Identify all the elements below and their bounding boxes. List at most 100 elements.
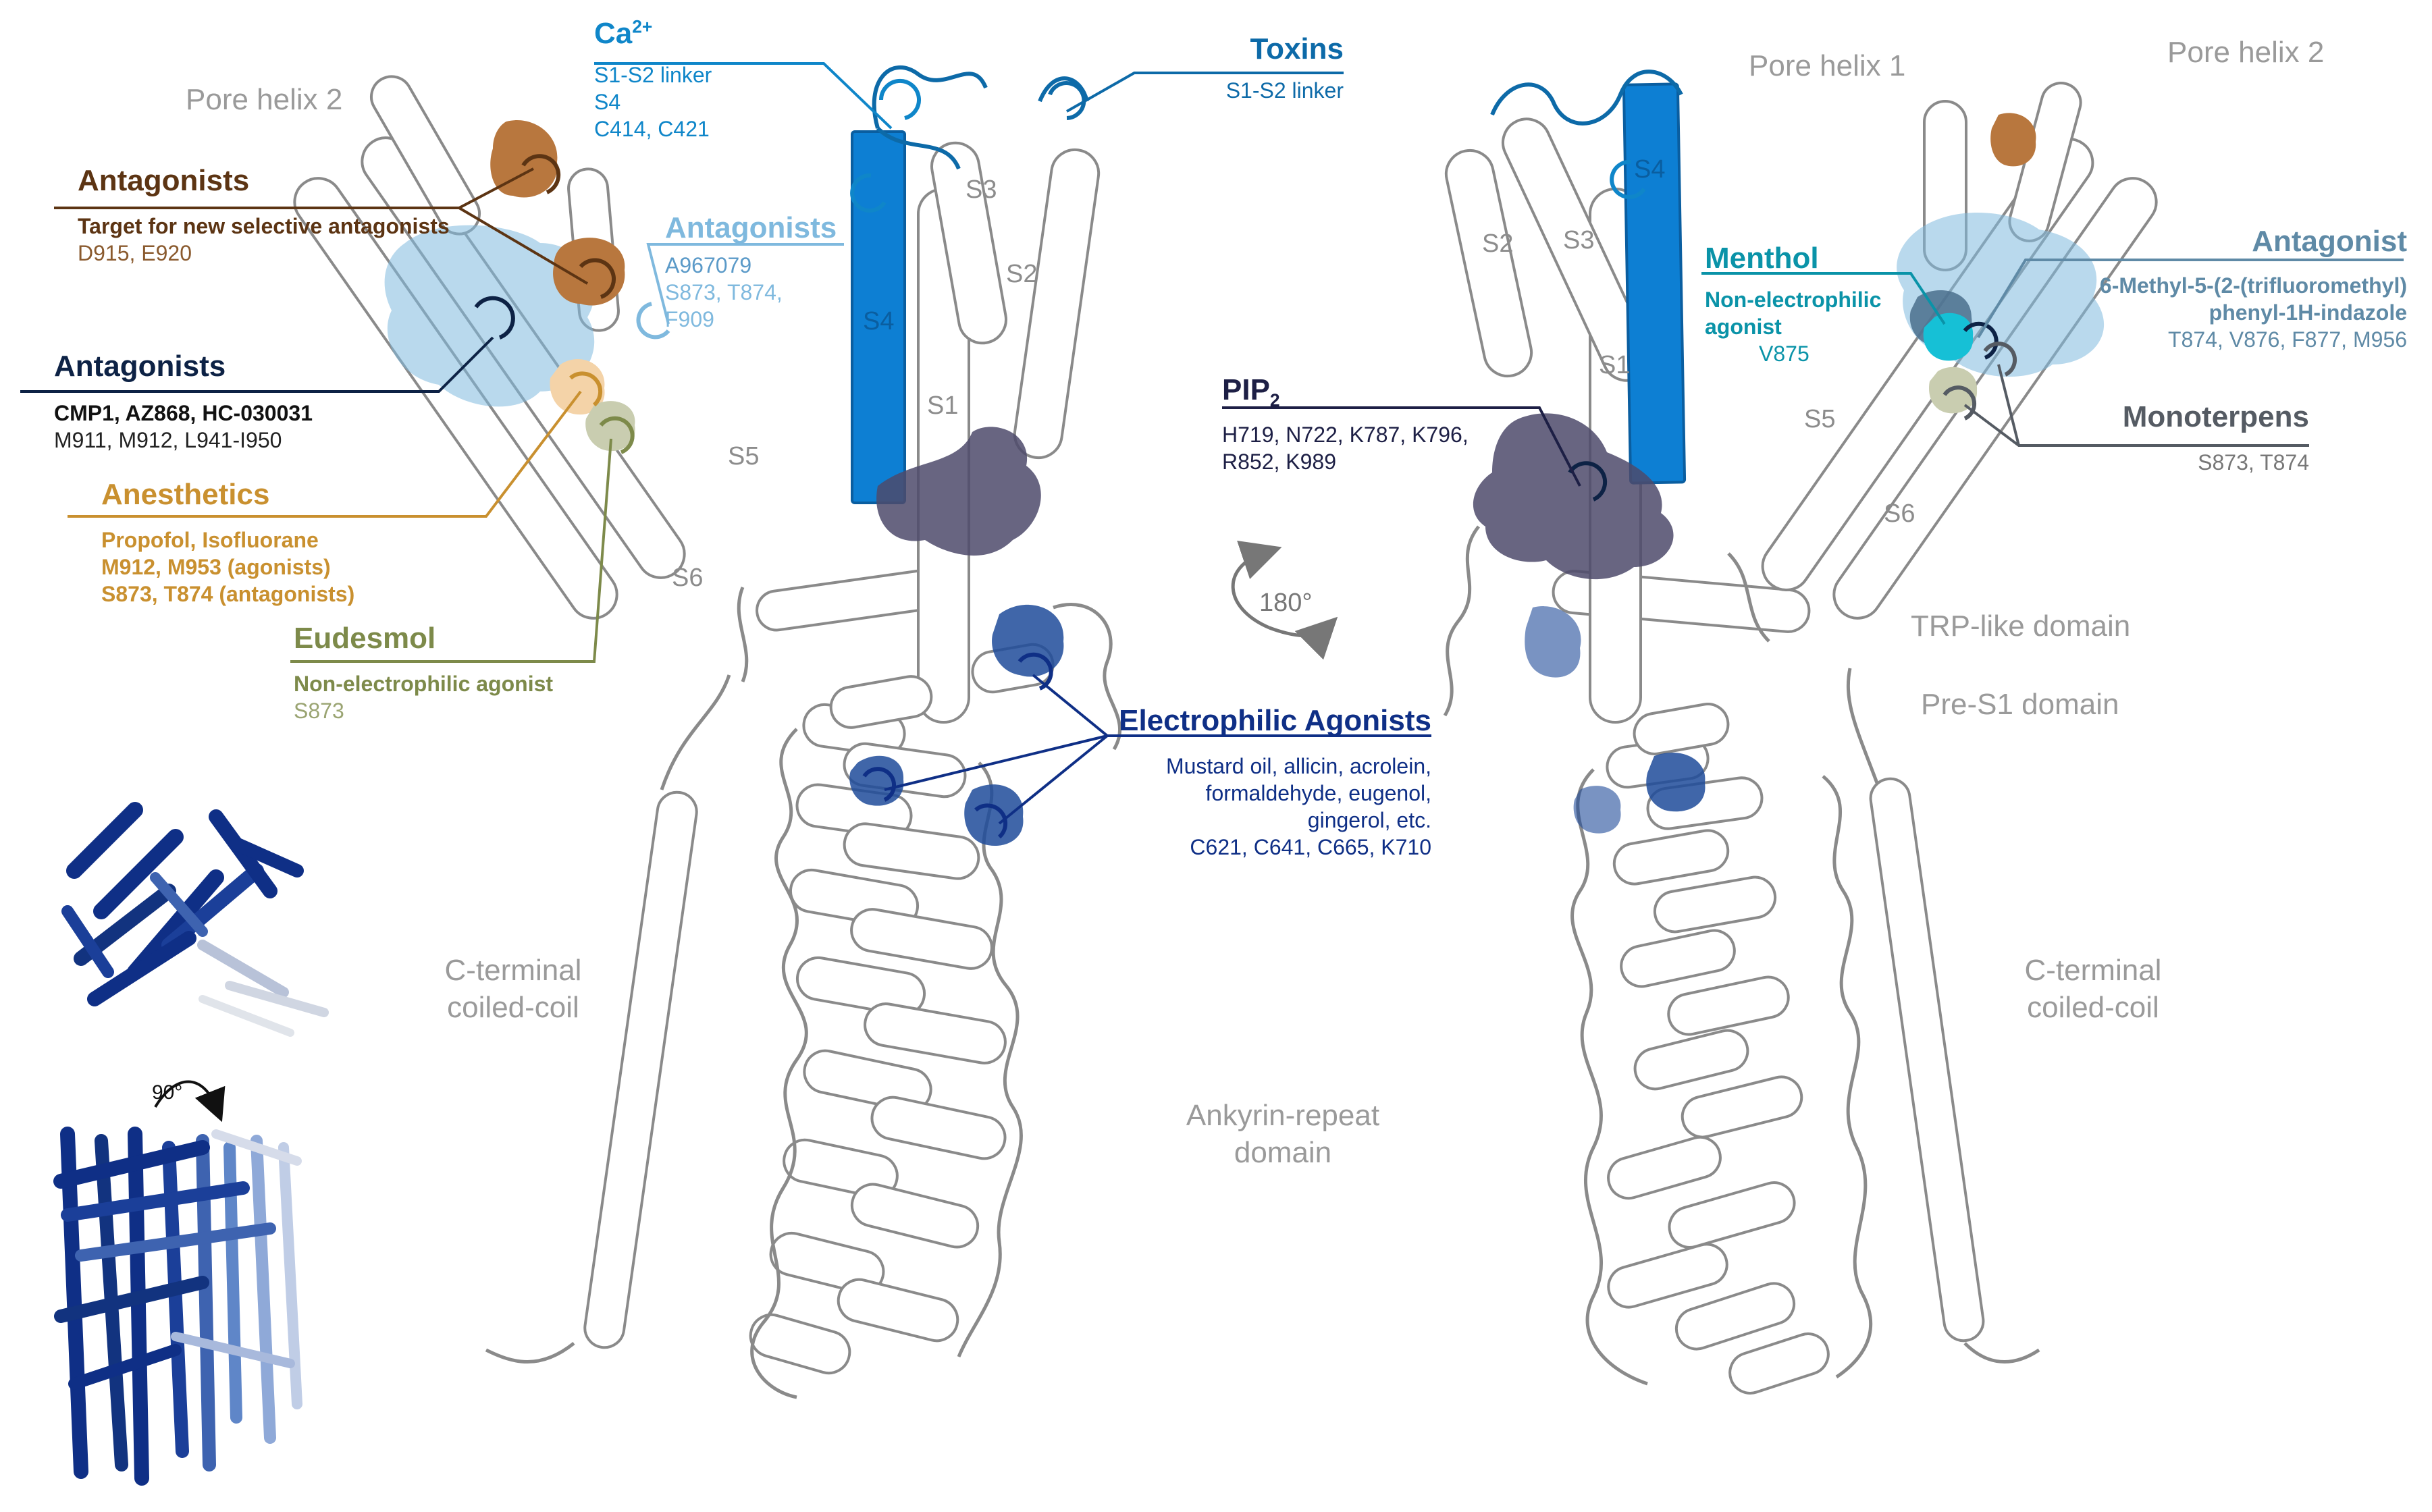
right-site-arcs xyxy=(1568,159,2017,502)
label-ankyrin-line1: Ankyrin-repeat xyxy=(1186,1099,1380,1132)
annotation-anesthetics-line1: Propofol, Isofluorane xyxy=(101,528,319,552)
label-trp-like-domain: TRP-like domain xyxy=(1911,610,2131,643)
brown-site-upper xyxy=(490,120,558,198)
annotation-ca: Ca2+ S1-S2 linker S4 C414, C421 xyxy=(594,15,712,142)
annotation-anesthetics-line3: S873, T874 (antagonists) xyxy=(101,582,355,606)
pip2-site-left xyxy=(876,427,1041,556)
left-structure xyxy=(293,65,1122,1399)
annotation-anesthetics-title: Anesthetics xyxy=(101,478,270,511)
label-c-terminal-left-line2: coiled-coil xyxy=(447,991,579,1024)
annotation-ca-title-sup: 2+ xyxy=(632,16,653,37)
segment-s2-left: S2 xyxy=(1006,260,1038,288)
segment-s6-left: S6 xyxy=(672,564,704,592)
annotation-antagonist-right-title: Antagonist xyxy=(2252,225,2407,258)
annotation-antagonists-light-line2: S873, T874, xyxy=(665,280,783,304)
annotation-pip2-title-text: PIP xyxy=(1222,373,1270,406)
segment-s1-left: S1 xyxy=(927,392,959,420)
label-ankyrin-line2: domain xyxy=(1234,1136,1332,1169)
annotation-antagonists-light-line3: F909 xyxy=(665,307,714,331)
electrophilic-site-right-3 xyxy=(1573,786,1621,834)
annotation-electrophilic-line1: Mustard oil, allicin, acrolein, xyxy=(1165,754,1431,778)
segment-s5-left: S5 xyxy=(728,442,760,470)
annotation-antagonists-brown: Antagonists Target for new selective ant… xyxy=(78,162,450,267)
segment-s6-right: S6 xyxy=(1884,500,1915,528)
eudesmol-site xyxy=(585,401,635,452)
annotation-antagonists-brown-title: Antagonists xyxy=(78,164,250,197)
annotation-antagonists-dark-title: Antagonists xyxy=(54,350,226,383)
annotation-electrophilic-line2: formaldehyde, eugenol, xyxy=(1205,781,1431,805)
segment-s4-right: S4 xyxy=(1634,155,1666,184)
menthol-site xyxy=(1923,313,1974,361)
annotation-antagonists-dark-line1: CMP1, AZ868, HC-030031 xyxy=(54,401,313,425)
annotation-electrophilic-line3: gingerol, etc. xyxy=(1307,808,1431,832)
label-c-terminal-right-line1: C-terminal xyxy=(2024,954,2162,987)
annotation-anesthetics: Anesthetics Propofol, Isofluorane M912, … xyxy=(101,476,354,608)
annotation-menthol: Menthol Non-electrophilic agonist V875 xyxy=(1705,240,1881,367)
segment-s3-left: S3 xyxy=(966,176,997,204)
left-site-arcs xyxy=(474,78,1086,839)
annotation-ca-line2: S4 xyxy=(594,90,621,114)
annotation-pip2-line2: R852, K989 xyxy=(1222,449,1337,474)
label-c-terminal-left: C-terminal coiled-coil xyxy=(412,952,614,1026)
electrophilic-site-2 xyxy=(964,784,1024,846)
annotation-ca-title: Ca2+ xyxy=(594,15,712,52)
anesthetic-site xyxy=(550,359,605,415)
electrophilic-site-right-1 xyxy=(1525,606,1581,678)
annotation-menthol-line2: agonist xyxy=(1705,315,1782,339)
annotation-antagonists-light: Antagonists A967079 S873, T874, F909 xyxy=(665,209,837,333)
annotation-pip2-line1: H719, N722, K787, K796, xyxy=(1222,422,1469,447)
segment-s5-right: S5 xyxy=(1804,405,1836,433)
annotation-antagonists-brown-line2: D915, E920 xyxy=(78,241,192,265)
antagonist-light-blue-site xyxy=(384,225,595,407)
segment-s2-right: S2 xyxy=(1482,230,1514,258)
annotation-pip2-title-sub: 2 xyxy=(1269,389,1280,410)
annotation-anesthetics-line2: M912, M953 (agonists) xyxy=(101,555,331,579)
electrophilic-site-1 xyxy=(992,604,1064,677)
annotation-toxins: Toxins S1-S2 linker xyxy=(1148,30,1344,104)
annotation-pip2-title: PIP2 xyxy=(1222,371,1469,412)
label-pore-helix-1-right: Pore helix 1 xyxy=(1749,49,1906,82)
annotation-antagonists-brown-line1: Target for new selective antagonists xyxy=(78,214,450,238)
label-pore-helix-2-right: Pore helix 2 xyxy=(2167,36,2325,69)
label-rotation-180: 180° xyxy=(1259,589,1313,617)
annotation-menthol-line1: Non-electrophilic xyxy=(1705,288,1882,312)
annotation-menthol-line3: V875 xyxy=(1759,342,1809,366)
thumbnail-side-view xyxy=(53,1127,302,1486)
label-c-terminal-right-line2: coiled-coil xyxy=(2027,991,2159,1024)
label-ankyrin-repeat-domain: Ankyrin-repeat domain xyxy=(1148,1097,1418,1171)
annotation-monoterpens: Monoterpens S873, T874 xyxy=(2107,398,2309,476)
rotation-180-arrow xyxy=(1231,541,1338,660)
pip2-site-right xyxy=(1473,413,1674,580)
right-ankyrin-repeats xyxy=(1606,736,1830,1395)
annotation-eudesmol: Eudesmol Non-electrophilic agonist S873 xyxy=(294,620,553,724)
label-pore-helix-2-left: Pore helix 2 xyxy=(186,83,343,116)
annotation-antagonists-light-line1: A967079 xyxy=(665,253,752,277)
annotation-antagonist-right-line3: T874, V876, F877, M956 xyxy=(2168,327,2407,352)
left-binding-sites xyxy=(384,120,1064,846)
annotation-ca-title-text: Ca xyxy=(594,17,633,50)
label-c-terminal-right: C-terminal coiled-coil xyxy=(1992,952,2194,1026)
annotation-eudesmol-line2: S873 xyxy=(294,699,344,723)
right-binding-sites xyxy=(1473,113,2105,834)
annotation-ca-line3: C414, C421 xyxy=(594,117,710,141)
thumbnail-top-view xyxy=(61,802,329,1037)
annotation-electrophilic-line4: C621, C641, C665, K710 xyxy=(1190,835,1431,859)
annotation-antagonist-right: Antagonist 6-Methyl-5-(2-(trifluoromethy… xyxy=(2039,223,2407,353)
annotation-pip2: PIP2 H719, N722, K787, K796, R852, K989 xyxy=(1222,371,1469,475)
annotation-antagonist-right-line1: 6-Methyl-5-(2-(trifluoromethyl) xyxy=(2099,273,2407,298)
segment-s4-left: S4 xyxy=(863,307,895,335)
annotation-monoterpens-line1: S873, T874 xyxy=(2198,450,2309,475)
label-pre-s1-domain: Pre-S1 domain xyxy=(1921,688,2119,721)
annotation-monoterpens-title: Monoterpens xyxy=(2122,400,2309,433)
annotation-menthol-title: Menthol xyxy=(1705,242,1819,275)
brown-site-lower xyxy=(553,238,625,306)
rotation-90-arrow xyxy=(154,1080,226,1123)
annotation-ca-line1: S1-S2 linker xyxy=(594,63,712,87)
annotation-electrophilic: Electrophilic Agonists Mustard oil, alli… xyxy=(1094,702,1431,861)
annotation-antagonists-light-title: Antagonists xyxy=(665,211,837,244)
left-ankyrin-repeats xyxy=(749,703,1007,1375)
annotation-antagonists-dark: Antagonists CMP1, AZ868, HC-030031 M911,… xyxy=(54,348,313,454)
annotation-eudesmol-title: Eudesmol xyxy=(294,622,436,655)
